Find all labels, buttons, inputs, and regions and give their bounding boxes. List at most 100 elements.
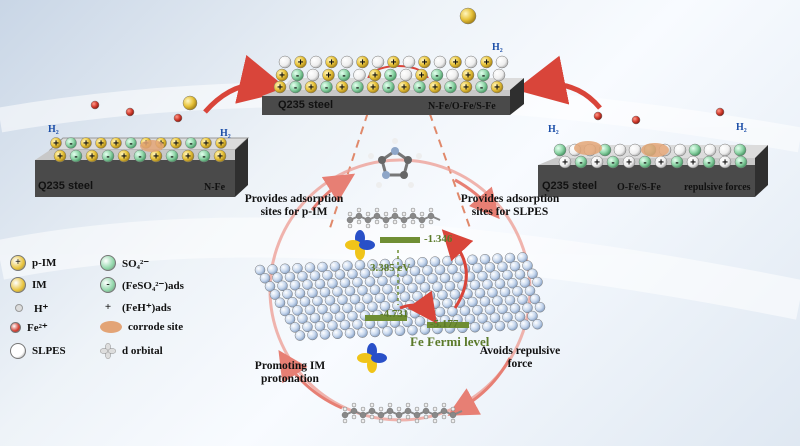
ion-charge-mark: - [739,158,742,169]
fe-atom [319,329,331,340]
ion-charge-mark: + [113,139,119,150]
right-repulsive-label: repulsive forces [684,182,751,193]
slpes-molecule [399,68,413,82]
ion-charge-mark: + [465,71,471,82]
p-im-ion [181,149,195,163]
fe-atom [489,312,501,324]
fe-atom [487,287,498,298]
ion-charge-mark: + [419,71,425,82]
fe-atom [279,263,291,275]
hydrogen-atom [419,211,425,217]
so4-ion [125,137,137,149]
d-orbital-icon [357,343,387,373]
hydrogen-atom [360,406,366,412]
fe2-ion [593,111,603,121]
so4-ion [688,143,702,157]
so4-ion [165,149,179,163]
hydrogen-atom [365,223,371,229]
hydrogen-atom [392,219,398,225]
fe-atom [409,265,421,277]
so4-ion [733,143,747,157]
label-provides-pim: Provides adsorption sites for p-IM [244,193,344,218]
fe-atom [329,261,341,272]
IM-icon [10,277,26,293]
ion-charge-mark: - [170,152,173,163]
hydrogen-atom [401,223,407,229]
fe-atom [517,294,528,305]
p-im-ion [387,55,400,69]
ion-charge-mark: + [121,152,127,163]
so4-ion [337,68,351,82]
hydrogen-atom [410,219,416,225]
hydrogen-atom [428,207,434,213]
fe-atom [294,330,306,341]
fe-atom [479,253,491,265]
fe-atom [402,274,413,286]
H-plus-icon [15,304,23,312]
ion-charge-mark: - [189,139,192,150]
fe-atom [349,293,361,305]
ion-charge-mark: - [296,71,299,82]
fe-atom [369,326,381,338]
hydrogen-atom [356,219,362,225]
fe-atom [432,281,443,293]
fe-atom [477,270,488,282]
legend-item: +p-IM [10,255,56,271]
fe-atom [484,262,496,273]
carbon-atom [400,216,408,224]
feh-ion [686,155,700,169]
slpes-molecule [433,55,447,69]
ion-charge-mark: - [74,152,77,163]
slpes-molecule [628,143,642,157]
fe-atom [339,277,351,289]
fe-atom [482,279,493,290]
hydrogen-atom [401,211,407,217]
fe-atom [344,327,356,339]
fe-atom [397,266,408,277]
hydrogen-atom [396,406,402,412]
fe-atom [494,320,506,332]
fe-atom [447,263,458,275]
so4-ion [413,80,426,94]
fe-atom [322,269,333,281]
hydrogen-atom [383,223,389,229]
hydrogen-atom [342,418,348,424]
fe-atom [489,270,501,281]
fe-atom [352,319,363,330]
slpes-molecule [703,143,717,157]
corrode-site-icon [100,321,122,333]
slpes-molecule [278,55,292,69]
fe-atom [324,295,336,306]
fe-atom [327,278,338,289]
fe-atom [302,321,313,333]
ion-charge-mark: + [185,152,191,163]
ion-charge-mark: - [643,158,646,169]
carbon-atom [377,411,385,419]
p-im-ion [397,80,411,94]
FeSO4-icon: - [100,277,116,293]
energy-gap: 3.385 eV [370,262,411,274]
hydrogen-atom [351,402,357,408]
ion-charge-mark: + [326,71,332,82]
so4-ion [384,68,397,82]
ion-charge-mark: + [626,158,632,169]
ion-charge-mark: + [690,158,696,169]
carbon-atom [427,212,435,220]
ion-charge-mark: + [391,58,397,69]
ion-charge-mark: + [153,152,159,163]
legend-item: -(FeSO₄²⁻)ads [100,277,184,293]
fe-atom [499,286,511,298]
so4-ion [351,80,364,94]
ion-charge-mark: - [579,158,582,169]
left-corrode-site [140,140,164,152]
slpes-molecule [306,68,320,82]
carbon-atom [440,407,448,415]
fe-atom [474,287,486,299]
ion-charge-mark: + [494,83,500,94]
legend-label: (FeH⁺)ads [122,301,172,314]
ion-charge-mark: + [308,83,314,94]
ion-charge-mark: + [217,152,223,163]
hydrogen-atom [378,418,384,424]
carbon-atom [341,411,349,419]
carbon-atom [418,216,426,224]
